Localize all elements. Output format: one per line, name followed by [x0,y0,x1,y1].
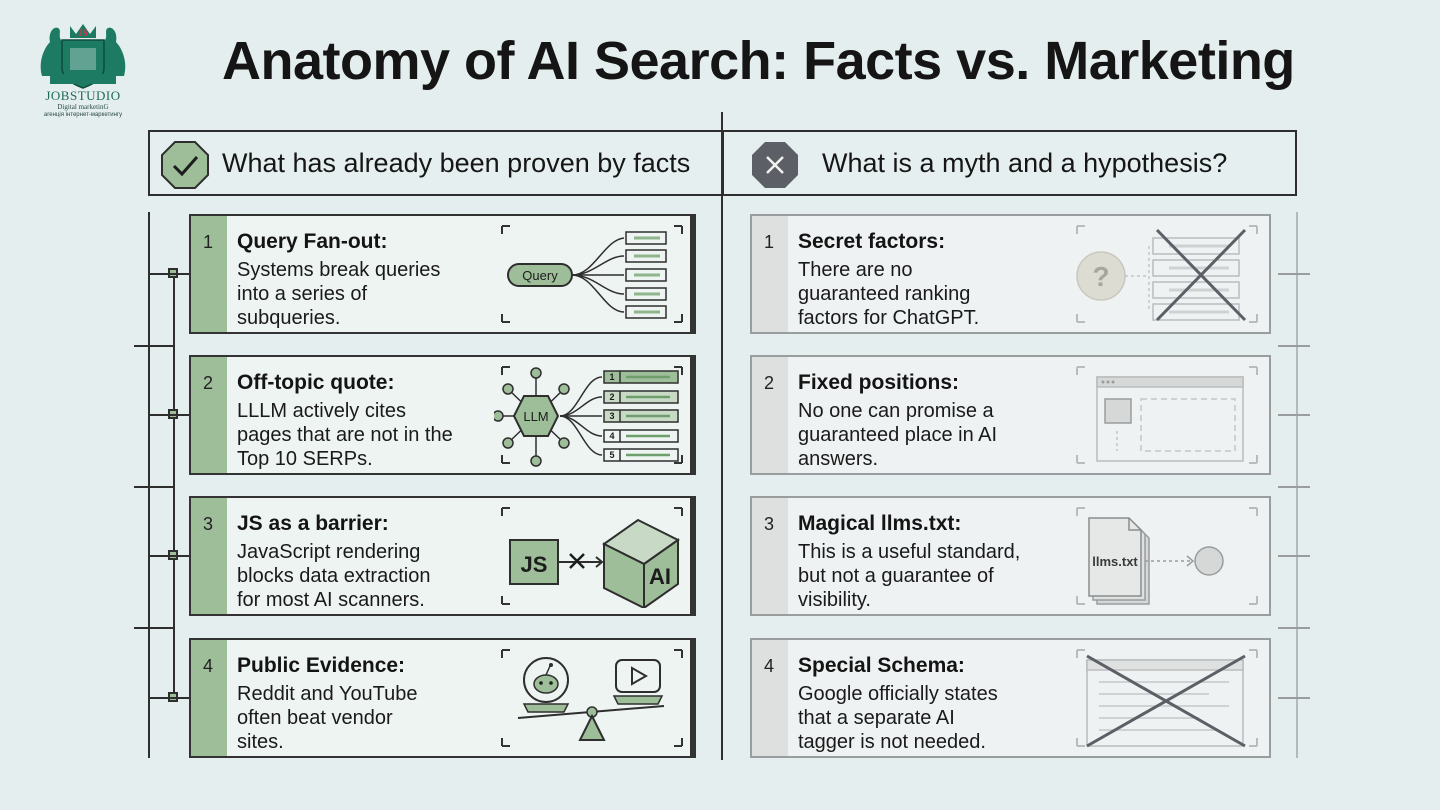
myth-card-3: 3 Magical llms.txt: This is a useful sta… [750,496,1271,616]
svg-text:JS: JS [78,28,88,38]
myths-header: What is a myth and a hypothesis? [722,130,1297,196]
right-rail [1296,212,1298,758]
svg-text:2: 2 [609,392,614,402]
card-title: Magical llms.txt: [798,512,962,535]
x-icon [752,142,798,188]
card-title: JS as a barrier: [237,512,389,535]
card-accent [752,357,788,473]
card-description: JavaScript rendering blocks data extract… [237,541,431,611]
timeline-connector [148,414,189,416]
myth-card-1: 1 Secret factors: There are no guarantee… [750,214,1271,334]
schema-crossed-icon [1076,649,1258,748]
myth-card-4: 4 Special Schema: Google officially stat… [750,638,1271,758]
card-title: Query Fan-out: [237,230,388,253]
logo-brand: JOBSTUDIO [45,88,121,103]
svg-text:JS: JS [521,552,548,577]
row-separator [1278,414,1310,416]
logo-subtitle: Digital marketinG [57,103,109,111]
card-number: 1 [764,232,775,252]
balance-scale-icon [501,649,683,747]
row-separator [1278,627,1310,629]
page-title: Anatomy of AI Search: Facts vs. Marketin… [222,31,1295,91]
fact-card-2: 2 Off-topic quote: LLLM actively cites p… [189,355,696,475]
card-accent [191,357,227,473]
card-accent [752,498,788,614]
card-number: 1 [203,232,214,252]
svg-text:Query: Query [522,268,558,283]
timeline-connector [148,273,189,275]
myth-card-2: 2 Fixed positions: No one can promise a … [750,355,1271,475]
card-description: There are no guaranteed ranking factors … [798,259,980,329]
facts-header-title: What has already been proven by facts [222,148,691,178]
check-icon [161,141,209,189]
row-separator [1278,555,1310,557]
card-number: 3 [203,514,214,534]
row-separator [134,627,174,629]
card-title: Off-topic quote: [237,371,395,394]
column-divider [721,112,723,760]
card-number: 3 [764,514,775,534]
llms-file-icon: llms.txt [1076,507,1258,605]
logo-tagline: агенція інтернет-маркетингу [43,112,123,118]
js-blocked-icon: JS AI [501,507,683,608]
card-description: Reddit and YouTube often beat vendor sit… [237,683,418,753]
svg-text:4: 4 [609,431,614,441]
card-edge [690,216,694,332]
card-description: No one can promise a guaranteed place in… [798,400,998,470]
horses-crest-icon: JS [40,24,126,89]
card-description: Google officially states that a separate… [798,683,998,753]
card-number: 2 [203,373,214,393]
card-accent [752,216,788,332]
timeline-connector [148,697,189,699]
facts-timeline [173,272,175,698]
browser-page-icon [1076,366,1258,464]
facts-header: What has already been proven by facts [148,130,722,196]
svg-text:5: 5 [609,450,614,460]
svg-text:llms.txt: llms.txt [1092,554,1138,569]
card-accent [191,216,227,332]
card-title: Fixed positions: [798,371,960,394]
fact-card-3: 3 JS as a barrier: JavaScript rendering … [189,496,696,616]
row-separator [1278,273,1310,275]
timeline-connector [148,555,189,557]
left-rail [148,212,150,758]
card-title: Public Evidence: [237,654,406,677]
card-edge [690,357,694,473]
row-separator [1278,697,1310,699]
svg-text:?: ? [1092,261,1109,292]
row-separator [134,345,174,347]
myths-header-title: What is a myth and a hypothesis? [822,148,1228,178]
query-fanout-icon: Query [501,225,683,323]
card-edge [690,498,694,614]
row-separator [1278,345,1310,347]
fact-card-1: 1 Query Fan-out: Systems break queries i… [189,214,696,334]
card-accent [191,640,227,756]
card-number: 4 [764,656,775,676]
card-title: Secret factors: [798,230,946,253]
card-number: 2 [764,373,775,393]
card-accent [191,498,227,614]
fact-card-4: 4 Public Evidence: Reddit and YouTube of… [189,638,696,758]
svg-text:LLM: LLM [523,409,548,424]
card-title: Special Schema: [798,654,965,677]
card-description: LLLM actively cites pages that are not i… [237,400,453,470]
jobstudio-logo: JS JOBSTUDIO Digital marketinG агенція і… [28,18,138,120]
question-crossed-icon: ? [1076,225,1258,323]
svg-text:AI: AI [649,564,671,589]
row-separator [134,486,174,488]
card-accent [752,640,788,756]
row-separator [1278,486,1310,488]
card-description: This is a useful standard, but not a gua… [798,541,1021,611]
svg-text:1: 1 [609,372,614,382]
card-description: Systems break queries into a series of s… [237,259,441,329]
card-edge [690,640,694,756]
card-number: 4 [203,656,214,676]
svg-text:3: 3 [609,411,614,421]
llm-network-icon: LLM 1 2 3 4 5 [494,366,683,467]
